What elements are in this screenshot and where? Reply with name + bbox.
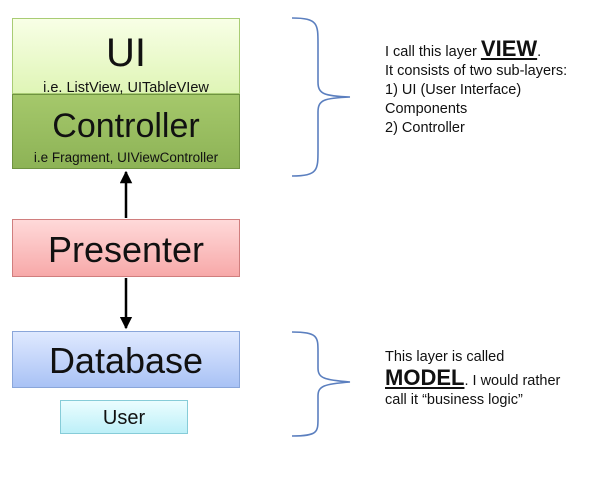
model-note-line: This layer is called: [385, 349, 505, 365]
model-layer-note: This layer is called MODEL. I would rath…: [385, 348, 560, 410]
view-note-title: I call this layer VIEW.: [385, 36, 542, 61]
model-layer-brace: [291, 331, 351, 437]
database-layer-title: Database: [48, 340, 204, 381]
view-keyword: VIEW: [480, 36, 538, 61]
controller-layer-box: Controller i.e Fragment, UIViewControlle…: [12, 94, 240, 169]
ui-layer-title: UI: [106, 31, 146, 75]
view-note-line: 1) UI (User Interface): [385, 82, 522, 98]
view-layer-note: I call this layer VIEW. It consists of t…: [385, 38, 567, 138]
presenter-layer-box: Presenter: [12, 219, 240, 277]
database-layer-box: Database: [12, 331, 240, 388]
controller-layer-subtitle: i.e Fragment, UIViewController: [33, 150, 219, 165]
view-layer-brace: [291, 17, 351, 177]
view-note-line: It consists of two sub-layers:: [385, 63, 568, 79]
view-note-line: Components: [385, 101, 468, 117]
model-note-line: call it “business logic”: [385, 392, 523, 408]
user-entity-title: User: [102, 407, 146, 429]
ui-layer-box: UI i.e. ListView, UITableVIew: [12, 18, 240, 96]
controller-layer-title: Controller: [52, 107, 200, 145]
presenter-layer-title: Presenter: [47, 229, 205, 270]
view-note-line: 2) Controller: [385, 120, 465, 136]
model-keyword: MODEL: [385, 365, 465, 390]
ui-layer-subtitle: i.e. ListView, UITableVIew: [43, 80, 209, 96]
user-entity-box: User: [60, 400, 188, 434]
model-note-title: MODEL. I would rather: [385, 365, 561, 390]
